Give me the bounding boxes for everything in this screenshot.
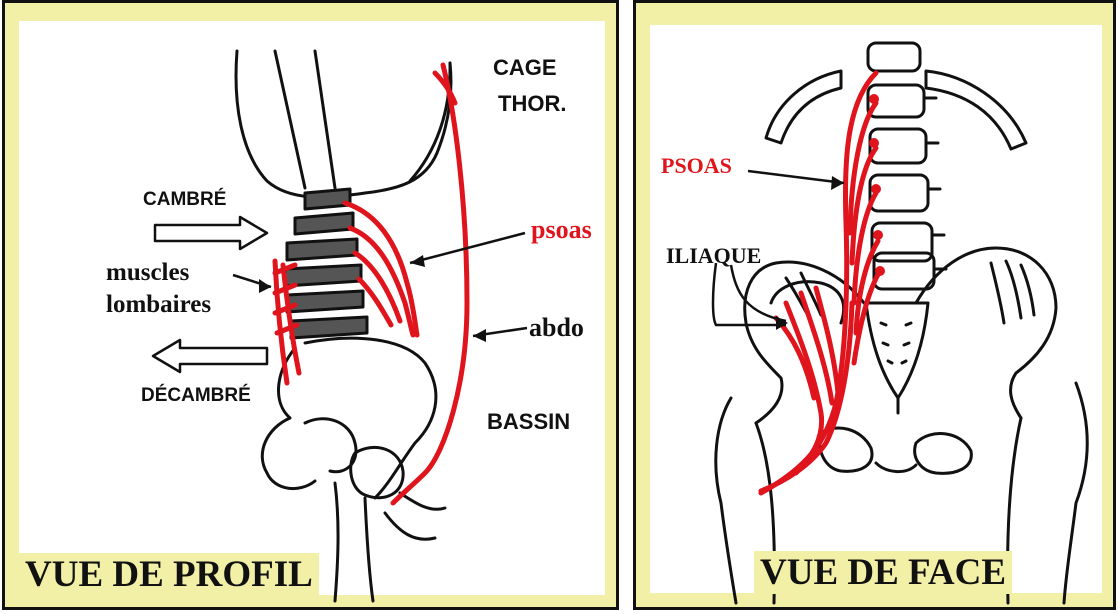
arrowhead-icon	[410, 255, 425, 267]
psoas-pointer-line	[748, 171, 844, 183]
femur	[335, 483, 338, 601]
sacrum	[866, 303, 928, 398]
decambre-label: DÉCAMBRÉ	[141, 385, 251, 407]
front-view-caption: VUE DE FACE	[754, 551, 1012, 594]
sacrum-shape	[305, 419, 356, 472]
thorax-line	[275, 51, 305, 188]
decambre-arrow-icon	[153, 340, 267, 372]
arrowhead-icon	[831, 176, 844, 190]
right-rib	[926, 71, 1026, 149]
psoas-attachment-icon	[873, 230, 883, 240]
psoas-attachment-icon	[871, 184, 881, 194]
femur	[365, 498, 373, 601]
front-view-panel: PSOAS ILIAQUE VUE DE FACE	[633, 0, 1116, 610]
ischium-outline	[385, 513, 435, 539]
thor-label: THOR.	[498, 91, 566, 117]
pubic-symphysis	[876, 463, 916, 472]
obturator-right	[915, 434, 972, 474]
pelvis-back	[262, 348, 315, 489]
left-acetabulum	[716, 398, 736, 603]
cage-label: CAGE	[493, 55, 557, 81]
muscles-label: muscles	[106, 259, 189, 287]
right-acetabulum	[1064, 383, 1087, 603]
arrowhead-icon	[473, 329, 486, 342]
cambre-label: CAMBRÉ	[143, 189, 226, 211]
right-iliac-wing	[916, 248, 1056, 418]
lumbar-vertebrae	[285, 189, 367, 338]
front-anatomy-illustration	[636, 3, 1118, 613]
pubis-outline	[400, 493, 445, 509]
right-iliac-lines	[991, 261, 1034, 323]
profile-view-caption: VUE DE PROFIL	[19, 553, 319, 596]
iliaque-muscle	[786, 303, 822, 473]
psoas-muscle	[355, 253, 400, 321]
left-rib	[766, 71, 841, 143]
psoas-attachment-icon	[869, 138, 879, 148]
psoas-attachment-icon	[875, 266, 885, 276]
lombaires-label: lombaires	[106, 291, 211, 319]
thorax-line	[315, 51, 335, 188]
psoas-label: psoas	[531, 215, 592, 245]
psoas-label: PSOAS	[661, 153, 732, 179]
sacral-foramina	[881, 323, 911, 363]
profile-view-panel: CAGE THOR. CAMBRÉ psoas muscles lombaire…	[2, 0, 619, 610]
cambre-arrow-icon	[155, 217, 267, 249]
lumbar-vertebrae	[868, 43, 946, 289]
abdo-label: abdo	[529, 313, 584, 343]
bassin-label: BASSIN	[487, 409, 570, 435]
arrowhead-icon	[259, 279, 271, 293]
psoas-attachment-icon	[869, 94, 879, 104]
iliaque-label: ILIAQUE	[666, 243, 761, 269]
rib-cage-outline	[236, 51, 451, 197]
abdominal-muscle	[393, 65, 467, 503]
